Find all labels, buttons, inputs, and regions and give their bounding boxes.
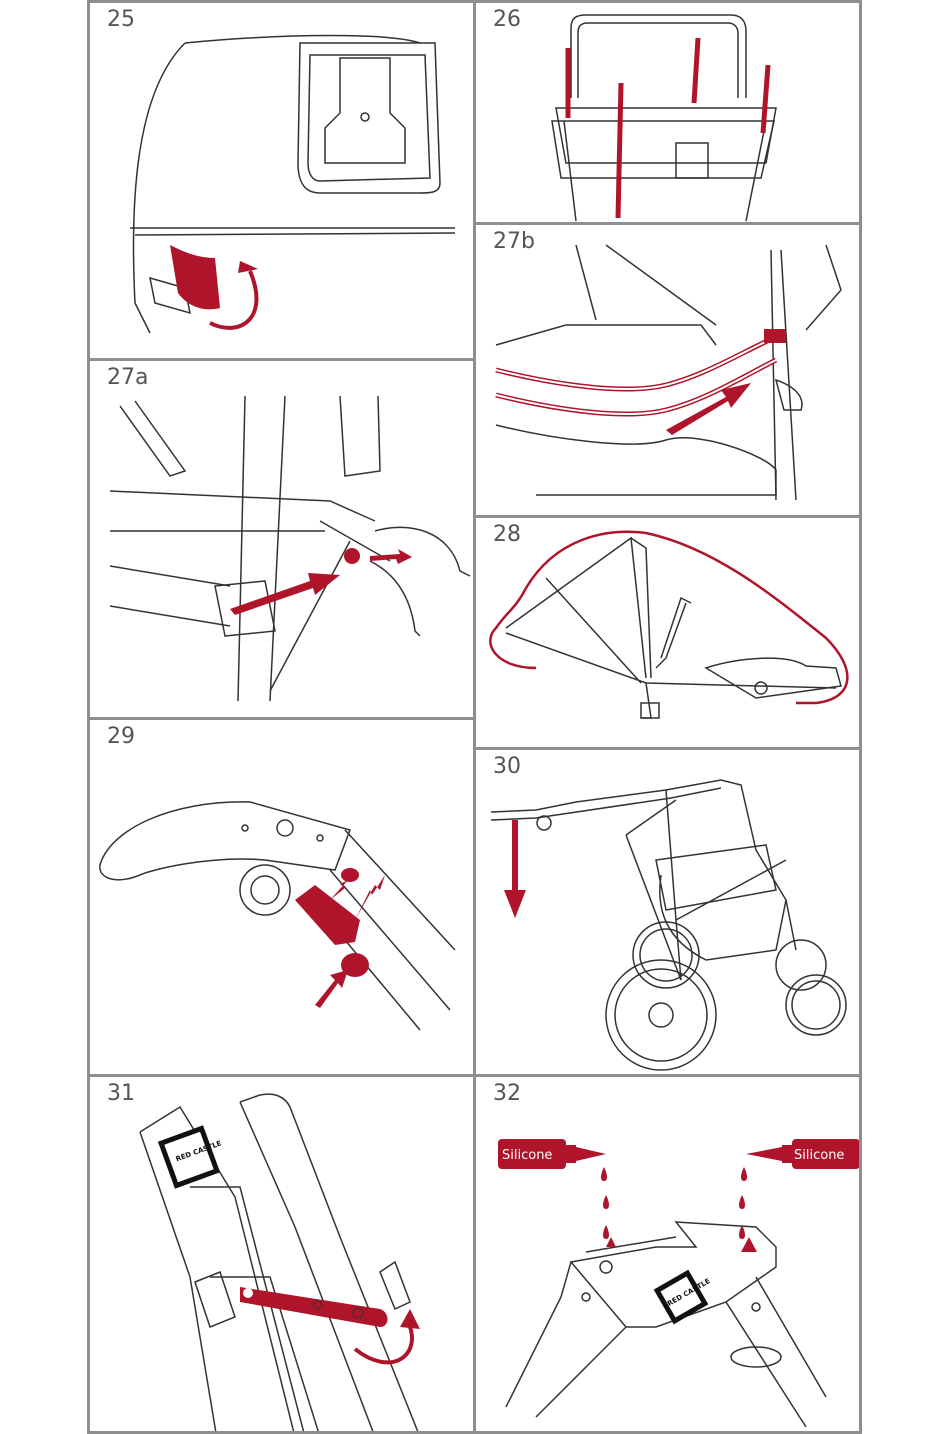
canopy-fabric-illustration [476,518,862,750]
step-25-panel: 25 [87,0,476,361]
frame-lock-lever-illustration: RED CASTLE [90,1077,476,1434]
step-31-panel: 31 RED CASTLE [87,1074,476,1434]
stroller-fold-illustration [476,750,862,1077]
step-29-panel: 29 [87,717,476,1077]
handle-folding-illustration [90,720,476,1077]
hood-strap-illustration [90,3,476,361]
seat-release-illustration [90,361,476,720]
silicone-label-left: Silicone [502,1148,552,1163]
silicone-label-right: Silicone [794,1148,844,1163]
step-26-panel: 26 [473,0,862,225]
lubrication-illustration: Silicone Silicone RED CASTLE [476,1077,862,1434]
seat-rail-illustration [476,225,862,518]
step-30-panel: 30 [473,747,862,1077]
carrycot-frame-illustration [476,3,862,225]
step-28-panel: 28 [473,515,862,750]
step-27b-panel: 27b [473,222,862,518]
step-27a-panel: 27a [87,358,476,720]
step-32-panel: 32 Silicone Silicone [473,1074,862,1434]
